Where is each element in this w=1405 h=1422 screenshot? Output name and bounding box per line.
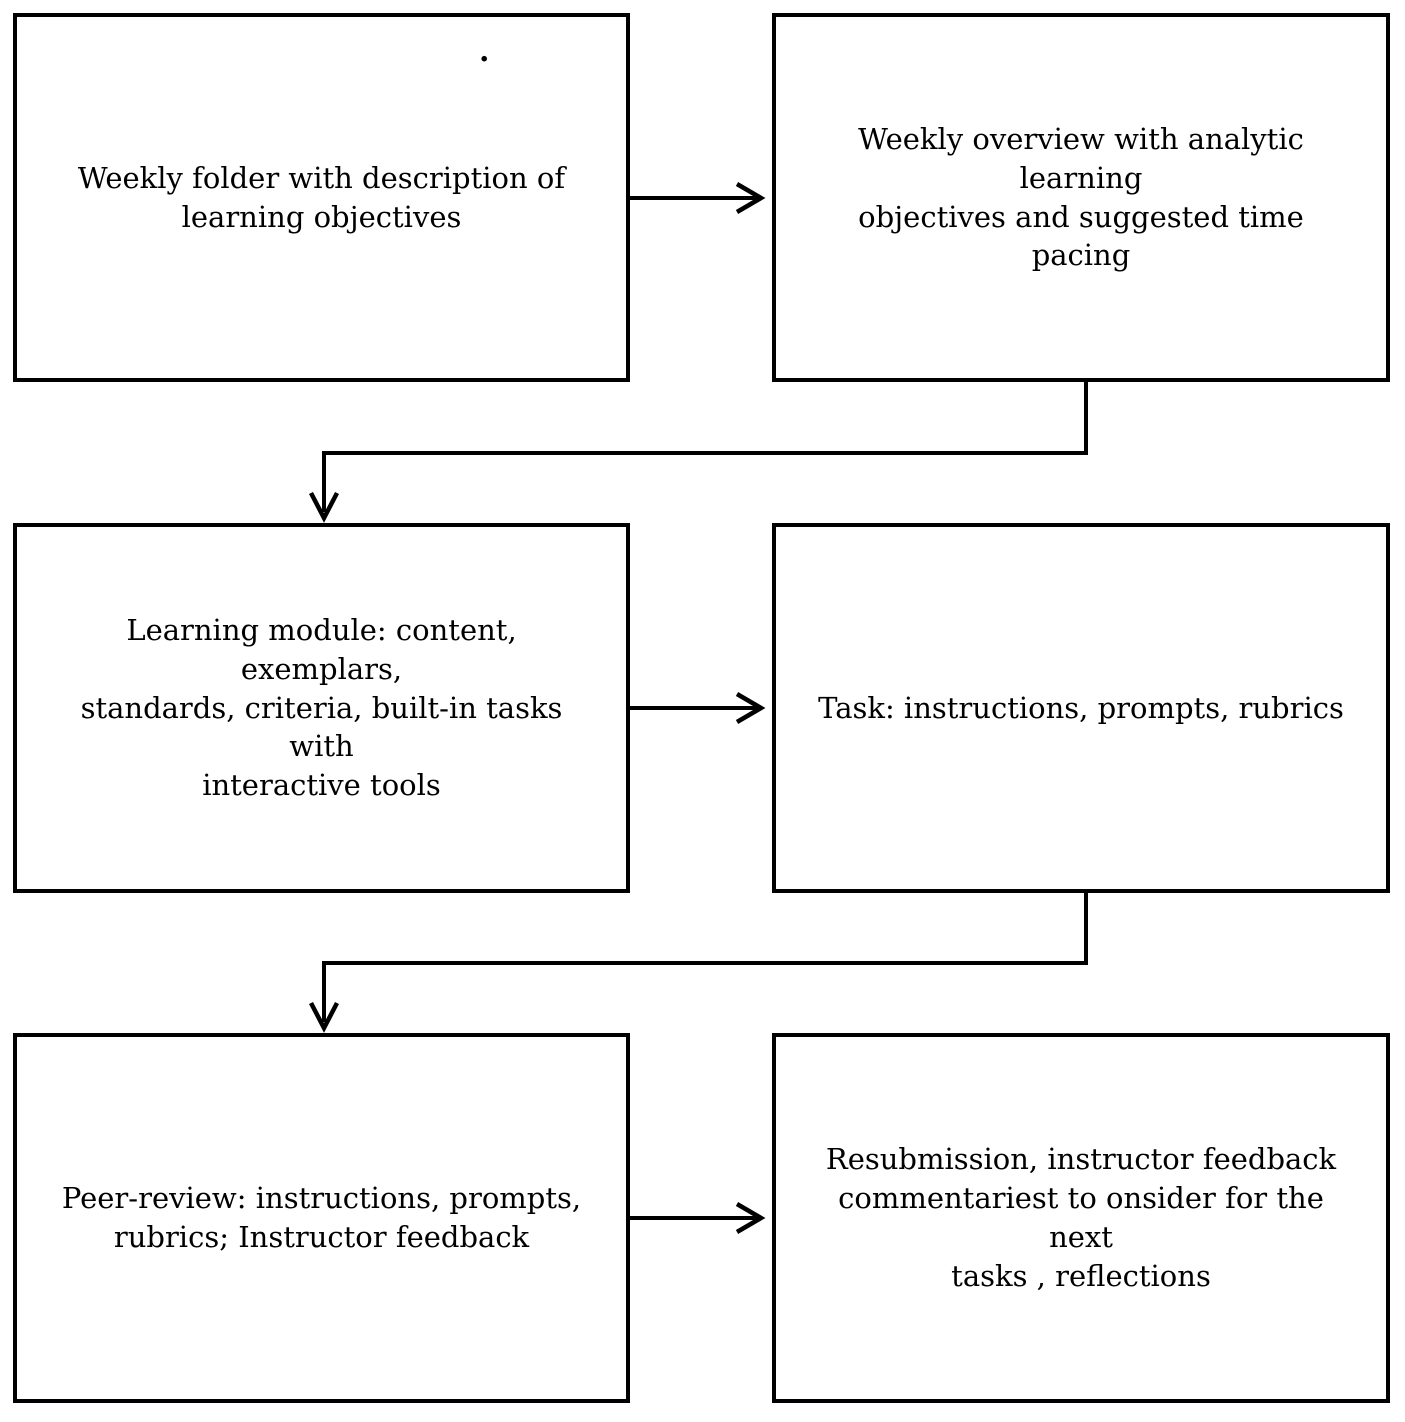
node-peer-review-label: Peer-review: instructions, prompts, rubr… bbox=[61, 1181, 582, 1254]
connector-learning-module-to-task bbox=[630, 692, 766, 724]
node-weekly-overview-label: Weekly overview with analytic learning o… bbox=[858, 121, 1304, 273]
node-learning-module-label: Learning module: content, exemplars, sta… bbox=[80, 612, 563, 803]
node-resubmission: Resubmission, instructor feedback commen… bbox=[772, 1033, 1390, 1403]
connector-task-to-peer-review bbox=[309, 893, 1088, 1033]
node-task: Task: instructions, prompts, rubrics bbox=[772, 523, 1390, 893]
node-learning-module: Learning module: content, exemplars, sta… bbox=[13, 523, 630, 893]
connector-weekly-overview-to-learning-module bbox=[309, 382, 1088, 523]
node-weekly-overview: Weekly overview with analytic learning o… bbox=[772, 13, 1390, 382]
node-resubmission-label: Resubmission, instructor feedback commen… bbox=[825, 1142, 1337, 1293]
connector-peer-review-to-resubmission bbox=[630, 1202, 766, 1234]
node-task-label: Task: instructions, prompts, rubrics bbox=[818, 690, 1344, 725]
node-peer-review: Peer-review: instructions, prompts, rubr… bbox=[13, 1033, 630, 1403]
node-weekly-folder: Weekly folder with description of learni… bbox=[13, 13, 630, 382]
node-weekly-folder-label: Weekly folder with description of learni… bbox=[77, 160, 566, 234]
stray-period-mark: . bbox=[479, 34, 490, 69]
connector-weekly-folder-to-weekly-overview bbox=[630, 182, 766, 214]
